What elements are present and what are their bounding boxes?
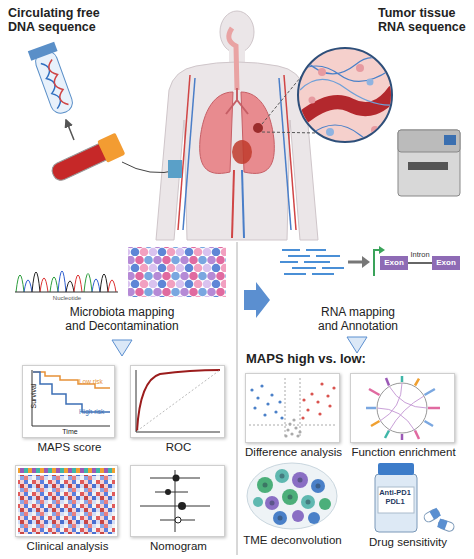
roc-curve [136, 370, 220, 432]
exon-box: Exon [380, 256, 408, 270]
tme-panel: TME deconvolution [245, 462, 340, 532]
tumor-magnifier [262, 48, 395, 142]
edge-label: Intron [398, 251, 442, 260]
panel-caption: Clinical analysis [0, 540, 137, 553]
node-text: Low risk [79, 378, 115, 385]
down-arrow [347, 337, 367, 353]
heatmap-panel: Clinical analysis [15, 465, 118, 537]
tme-cells [247, 463, 337, 529]
down-arrow [112, 340, 132, 356]
step-label: RNA mapping and Annotation [312, 306, 404, 334]
heatmap [18, 468, 115, 534]
exon-box: Exon [432, 256, 460, 270]
panel-caption: Function enrichment [333, 446, 474, 459]
node-text: Anti-PD1 PDL1 [376, 489, 414, 506]
axis-label: Nucleotide [45, 295, 89, 302]
node-text: Exon [432, 256, 460, 270]
hex-map [128, 247, 226, 297]
section-title: Tumor tissue RNA sequence [378, 6, 470, 35]
node-text: Survival [30, 379, 38, 413]
km-panel: SurvivalTimeLow riskHigh riskMAPS score [22, 365, 115, 438]
panel-caption: Drug sensitivity [340, 536, 474, 549]
blood-and-dna-tubes [28, 42, 182, 186]
circos-plot [366, 376, 440, 440]
node-text: High risk [79, 408, 115, 415]
section-title: Circulating free DNA sequence [8, 6, 118, 35]
enrichment-panel: Function enrichment [350, 373, 455, 443]
panel-caption: TME deconvolution [227, 534, 358, 547]
drug-bottle [375, 463, 455, 532]
divider [237, 242, 238, 555]
volcano-panel: Difference analysis [245, 373, 340, 443]
chromatogram [15, 271, 118, 292]
panel-caption: Nomogram [113, 540, 244, 553]
panel-caption: ROC [113, 441, 244, 454]
step-label: Microbiota mapping and Decontamination [60, 306, 184, 334]
sequencer [398, 130, 460, 196]
rna-reads [280, 246, 385, 276]
human-body [156, 11, 318, 240]
roc-panel: ROC [130, 365, 225, 438]
drug-panel: Anti-PD1 PDL1Drug sensitivity [358, 460, 458, 534]
node-text: Time [53, 428, 87, 436]
panel-caption: Difference analysis [228, 446, 359, 459]
node-text: Exon [380, 256, 408, 270]
forest-panel: Nomogram [130, 465, 225, 537]
group-heading: MAPS high vs. low: [246, 352, 426, 367]
intron-line [408, 262, 432, 264]
forest-plot [140, 470, 210, 532]
panel-caption: MAPS score [5, 441, 134, 454]
volcano-plot [249, 378, 336, 438]
right-arrow [244, 282, 270, 318]
